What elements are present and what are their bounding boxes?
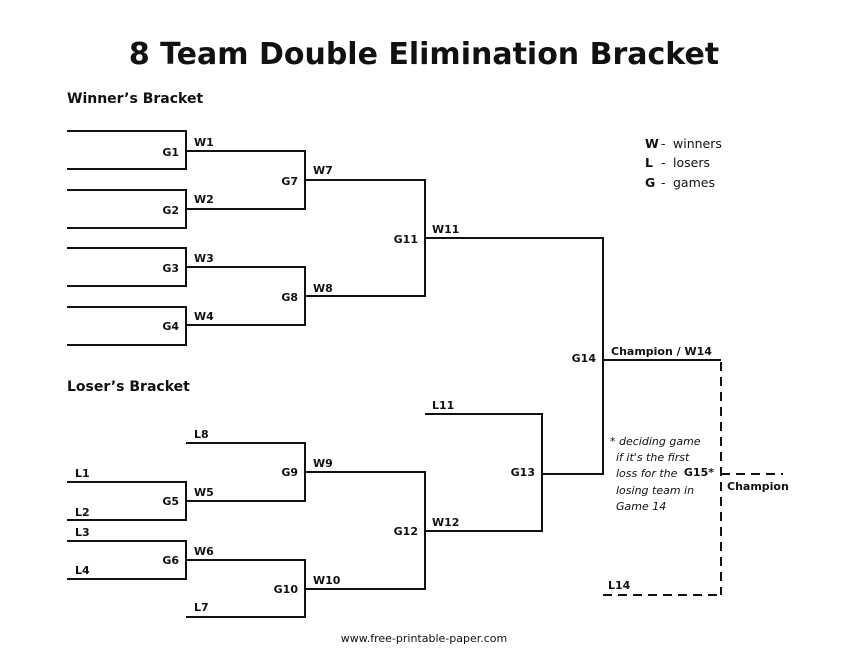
result-label-w6: W6 [194,545,214,558]
game-label-g12: G12 [394,525,418,538]
winners-bracket-heading: Winner’s Bracket [67,91,203,107]
game-label-g8: G8 [281,291,298,304]
game-label-g15: G15* [684,466,714,479]
result-label-l14: L14 [608,579,631,592]
result-label-l7: L7 [194,601,209,614]
game-label-g10: G10 [274,583,299,596]
game-labels: G1 G2 G3 G4 G7 G8 G11 G14 G5 G6 G9 G10 G… [162,146,714,596]
game-label-g14: G14 [572,352,597,365]
legend-sep-w: - [661,136,666,151]
result-labels: W1 W2 W3 W4 W7 W8 W11 Champion / W14 L1 … [75,136,789,614]
result-label-l8: L8 [194,428,209,441]
result-label-l2: L2 [75,506,90,519]
result-label-w4: W4 [194,310,214,323]
result-label-l1: L1 [75,467,90,480]
w13-line [542,360,604,475]
result-label-l11: L11 [432,399,454,412]
result-label-w10: W10 [313,574,341,587]
game-label-g13: G13 [511,466,535,479]
game-label-g9: G9 [281,466,298,479]
result-label-l4: L4 [75,564,90,577]
legend-key-w: W [645,136,659,151]
game-label-g1: G1 [162,146,179,159]
result-label-w8: W8 [313,282,333,295]
note-line-2: if it's the first [616,451,690,464]
game-label-g5: G5 [162,495,179,508]
result-label-champion: Champion [727,480,789,493]
game-label-g6: G6 [162,554,179,567]
losers-bracket-heading: Loser’s Bracket [67,379,190,395]
game-label-g4: G4 [162,320,179,333]
legend-sep-g: - [661,175,666,190]
legend-text-winners: winners [673,136,722,151]
losers-bracket-lines [67,359,783,618]
legend-key-g: G [645,175,655,190]
legend-text-losers: losers [673,155,710,170]
note-line-5: Game 14 [616,500,666,513]
winners-bracket-lines [67,130,604,360]
result-label-champion-w14: Champion / W14 [611,345,712,358]
game-label-g7: G7 [281,175,298,188]
g13-bracket [425,413,543,532]
result-label-w11: W11 [432,223,459,236]
legend: W - winners L - losers G - games [645,136,722,190]
game-label-g3: G3 [162,262,179,275]
page-title: 8 Team Double Elimination Bracket [129,37,719,72]
result-label-w1: W1 [194,136,214,149]
legend-text-games: games [673,175,715,190]
result-label-w5: W5 [194,486,214,499]
game-label-g11: G11 [394,233,418,246]
footer-url: www.free-printable-paper.com [341,632,507,645]
legend-key-l: L [645,155,653,170]
note-line-3: loss for the [616,467,678,480]
game-label-g2: G2 [162,204,179,217]
result-label-w7: W7 [313,164,333,177]
note-line-1: * deciding game [610,435,701,448]
result-label-w12: W12 [432,516,459,529]
result-label-w9: W9 [313,457,333,470]
w11-line [425,237,604,360]
result-label-w2: W2 [194,193,214,206]
deciding-game-note: * deciding game if it's the first loss f… [610,435,701,513]
note-line-4: losing team in [616,484,694,497]
result-label-w3: W3 [194,252,214,265]
legend-sep-l: - [661,155,666,170]
result-label-l3: L3 [75,526,90,539]
